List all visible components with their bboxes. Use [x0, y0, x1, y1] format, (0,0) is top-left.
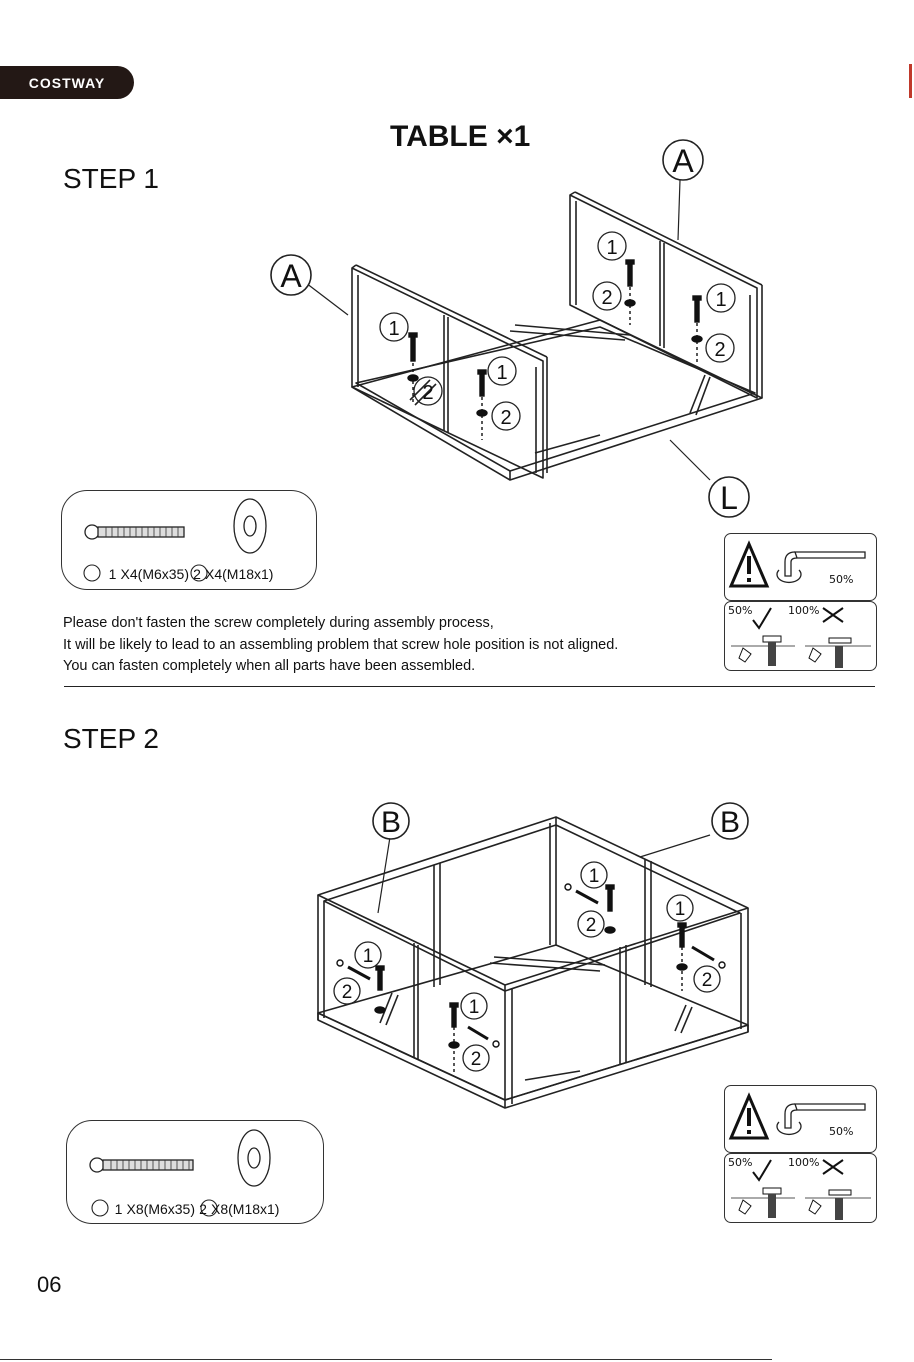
step2-heading: STEP 2 [63, 723, 159, 754]
callout-washer: 2 [586, 915, 597, 936]
callout-screw: 1 [715, 289, 726, 311]
check-icon [752, 607, 772, 630]
hex-key-icon [776, 1103, 866, 1136]
callout-panel-a-left: A [280, 258, 302, 294]
callout-panel-b-right: B [720, 806, 740, 839]
callout-screw: 1 [606, 237, 617, 259]
callout-washer: 2 [702, 970, 713, 991]
screw-tag: 1 [114, 1201, 123, 1217]
note-line: You can fasten completely when all parts… [63, 658, 476, 674]
callout-washer: 2 [342, 982, 353, 1003]
brand-logo: COSTWAY [0, 66, 134, 99]
washer-quantity: X4(M18x1) [205, 566, 274, 582]
cross-icon [822, 607, 844, 623]
assembly-note: Please don't fasten the screw completely… [63, 613, 618, 678]
step1-diagram: A A L 1 2 1 2 1 2 1 2 [270, 139, 763, 518]
screw-head-icon [84, 524, 100, 540]
callout-screw: 1 [363, 946, 374, 967]
ok-percent: 50% [728, 604, 753, 617]
screw-head-icon [89, 1157, 105, 1173]
tightening-guide-box: 50% 100% [724, 601, 877, 671]
footer-rule [0, 1359, 772, 1360]
page-title: TABLE ×1 [390, 120, 531, 153]
callout-panel-a-right: A [672, 143, 694, 179]
callout-washer: 2 [422, 382, 433, 404]
callout-screw: 1 [589, 866, 600, 887]
torque-percent: 50% [829, 573, 854, 586]
page-number: 06 [37, 1272, 62, 1297]
callout-screw: 1 [388, 318, 399, 340]
note-line: Please don't fasten the screw completely… [63, 615, 494, 631]
torque-percent: 50% [829, 1125, 854, 1138]
hex-key-icon [776, 551, 866, 584]
callout-screw: 1 [496, 362, 507, 384]
screw-tag: 1 [108, 566, 117, 582]
step1-heading: STEP 1 [63, 163, 159, 194]
callout-washer: 2 [601, 287, 612, 309]
screw-quantity: X4(M6x35) [120, 566, 189, 582]
washer-tag: 2 [193, 566, 201, 582]
cross-icon [822, 1159, 844, 1175]
washer-quantity: X8(M18x1) [211, 1201, 280, 1217]
section-divider [64, 686, 875, 687]
callout-screw: 1 [469, 997, 480, 1018]
step2-diagram: B B 1 2 1 2 1 2 1 2 [317, 802, 749, 1109]
note-line: It will be likely to lead to an assembli… [63, 636, 619, 653]
callout-washer: 2 [471, 1049, 482, 1070]
callout-screw: 1 [675, 899, 686, 920]
washer-tag: 2 [199, 1201, 207, 1217]
torque-warning-box: 50% [724, 1085, 877, 1153]
bad-percent: 100% [788, 604, 820, 617]
bad-percent: 100% [788, 1156, 820, 1169]
hardware-illustration [83, 498, 267, 582]
ok-percent: 50% [728, 1156, 753, 1169]
page-edge-mark [909, 64, 912, 98]
check-icon [752, 1159, 772, 1182]
callout-base-l: L [720, 480, 738, 516]
callout-panel-b-left: B [381, 806, 401, 839]
screw-quantity: X8(M6x35) [126, 1201, 195, 1217]
callout-washer: 2 [714, 339, 725, 361]
tightening-guide-box: 50% 100% [724, 1153, 877, 1223]
callout-washer: 2 [500, 407, 511, 429]
torque-warning-box: 50% [724, 533, 877, 601]
hardware-illustration [89, 1129, 271, 1217]
brand-name: COSTWAY [28, 74, 106, 91]
